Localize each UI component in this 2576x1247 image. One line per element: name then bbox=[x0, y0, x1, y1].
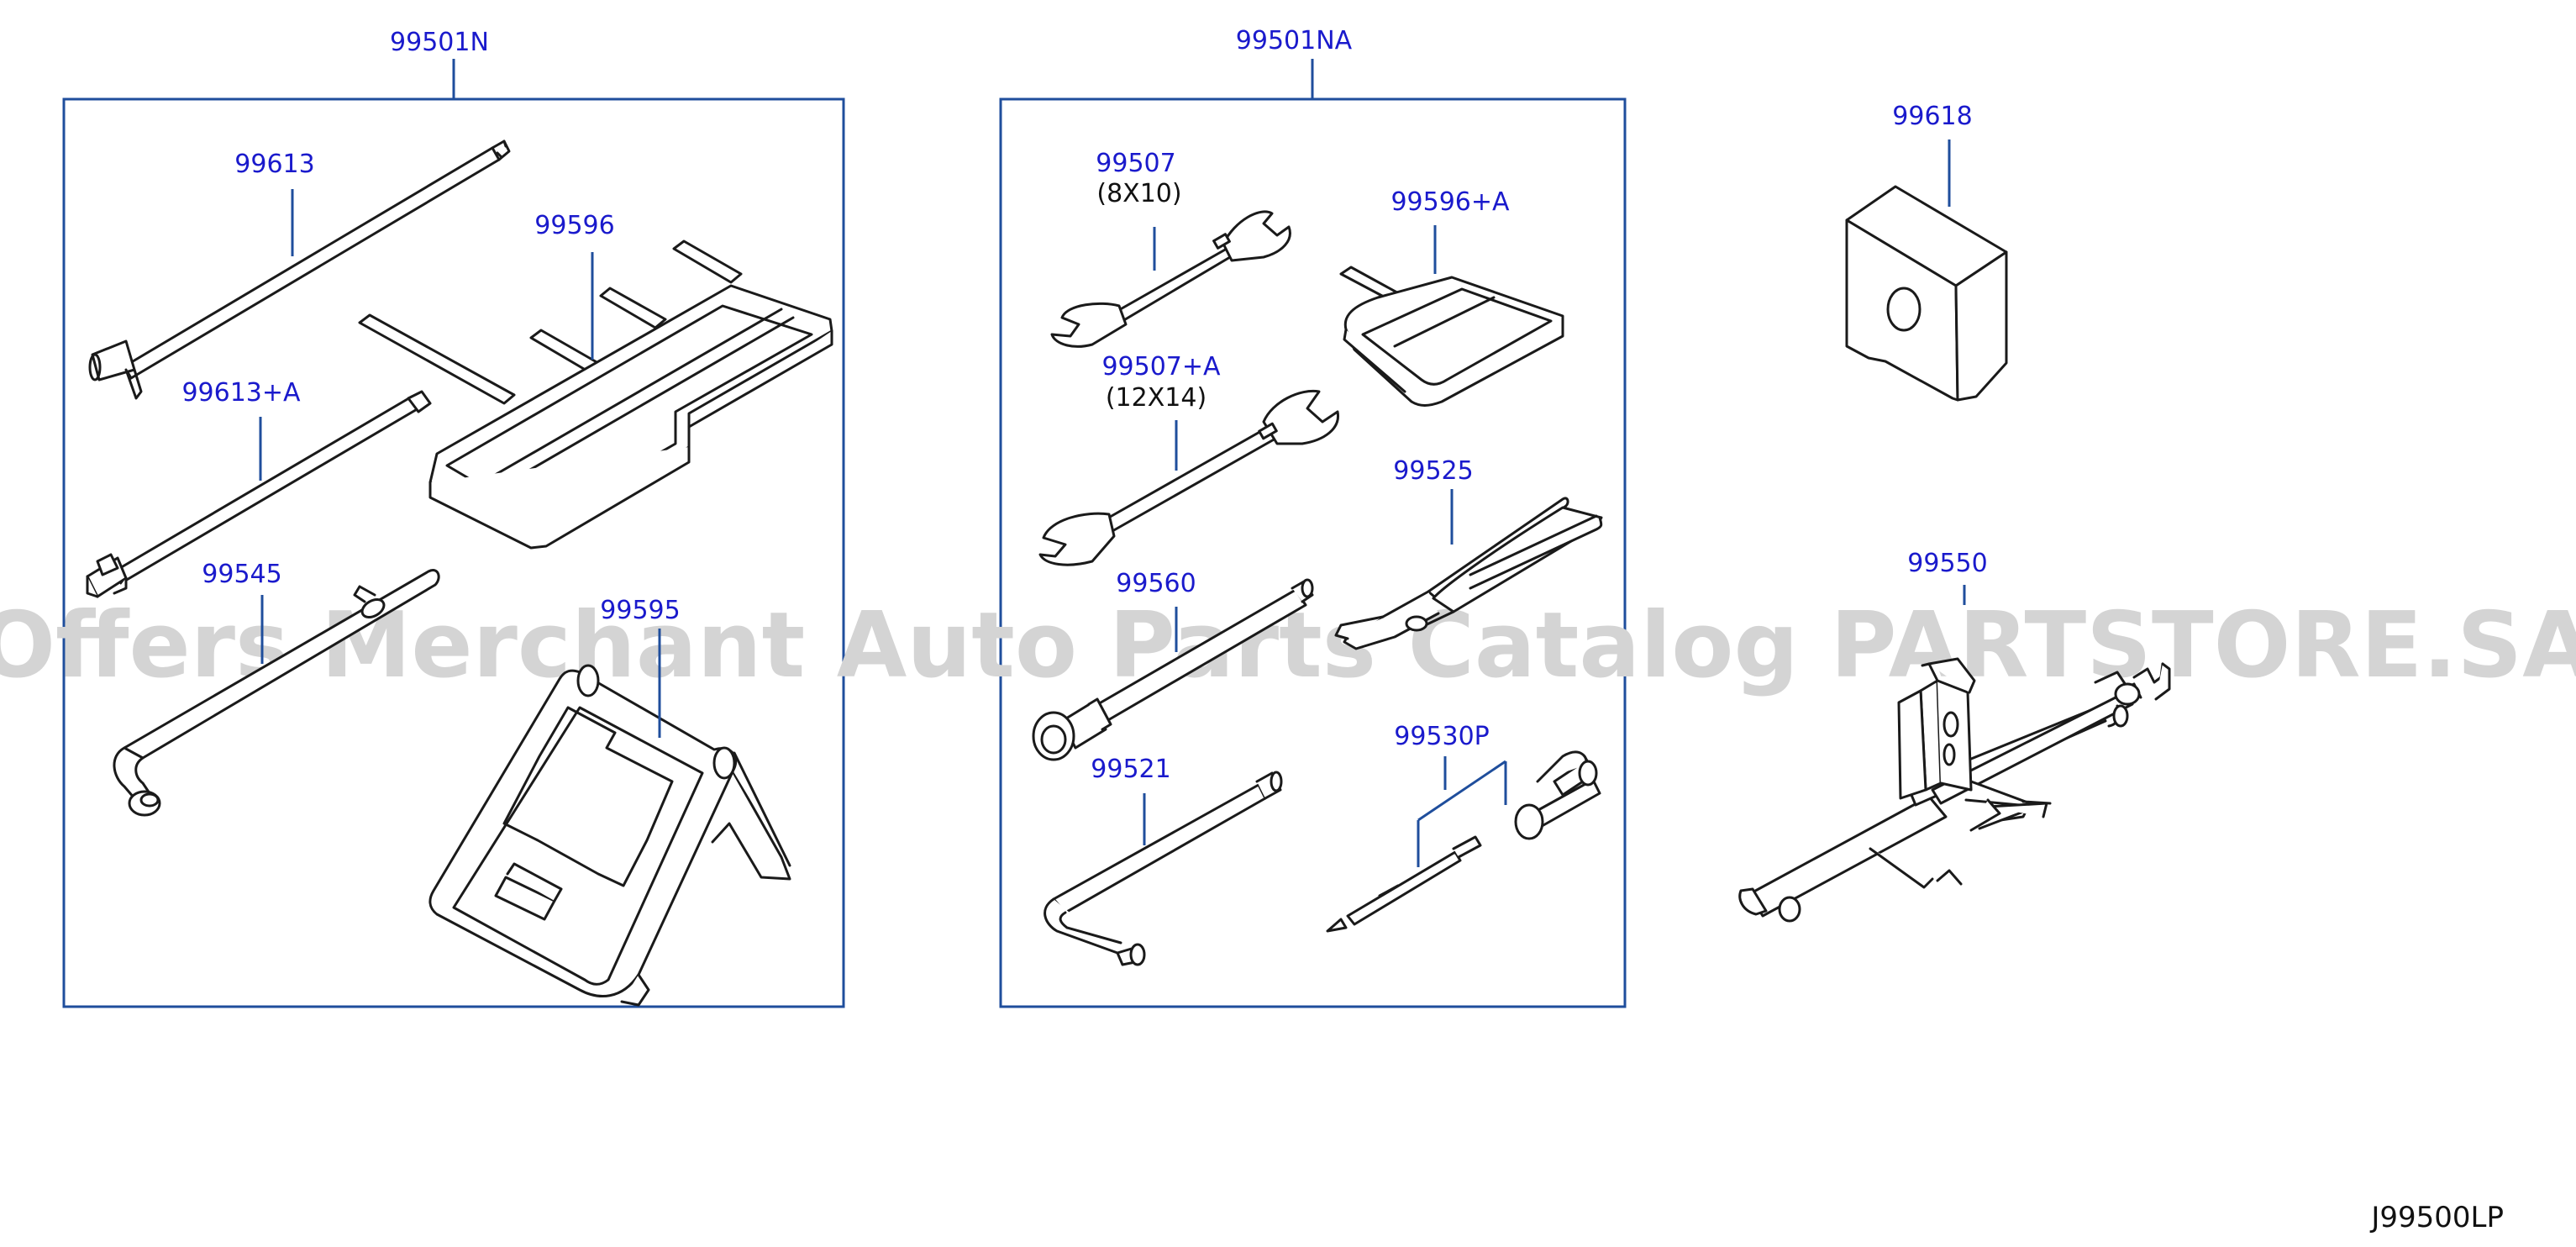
part-99507[interactable]: 99507 (8X10) bbox=[1052, 149, 1290, 346]
part-label-99507[interactable]: 99507 bbox=[1096, 149, 1175, 178]
part-99545[interactable]: 99545 bbox=[114, 560, 439, 815]
part-99596[interactable]: 99596 bbox=[360, 211, 832, 548]
part-label-99550[interactable]: 99550 bbox=[1907, 549, 1987, 578]
part-label-99613-a[interactable]: 99613+A bbox=[181, 378, 301, 408]
part-label-99507-a[interactable]: 99507+A bbox=[1101, 352, 1221, 381]
part-99613-a[interactable]: 99613+A bbox=[87, 378, 430, 597]
part-label-99525[interactable]: 99525 bbox=[1393, 456, 1473, 486]
part-spec-99507: (8X10) bbox=[1096, 179, 1181, 208]
part-drawing-99618 bbox=[1847, 187, 2006, 400]
group-label-99501N[interactable]: 99501N bbox=[390, 28, 489, 57]
part-drawing-99560 bbox=[1033, 580, 1312, 760]
part-99618[interactable]: 99618 bbox=[1847, 102, 2006, 400]
part-drawing-99595 bbox=[430, 666, 790, 1005]
part-label-99545[interactable]: 99545 bbox=[202, 560, 281, 589]
part-99560[interactable]: 99560 bbox=[1033, 569, 1312, 760]
part-drawing-99530p bbox=[1327, 752, 1600, 931]
drawing-reference: J99500LP bbox=[2369, 1201, 2504, 1234]
part-drawing-99521 bbox=[1045, 772, 1281, 965]
part-label-99596-a[interactable]: 99596+A bbox=[1391, 187, 1510, 217]
group-label-99501NA[interactable]: 99501NA bbox=[1236, 26, 1353, 55]
part-99613[interactable]: 99613 bbox=[90, 141, 509, 398]
leader-99530p bbox=[1417, 756, 1507, 867]
part-drawing-99507-a bbox=[1040, 391, 1338, 565]
part-drawing-99525 bbox=[1336, 498, 1601, 649]
part-99521[interactable]: 99521 bbox=[1045, 755, 1281, 965]
part-99507-a[interactable]: 99507+A (12X14) bbox=[1040, 352, 1338, 565]
part-drawing-99596 bbox=[360, 241, 832, 548]
part-99525[interactable]: 99525 bbox=[1336, 456, 1601, 649]
part-label-99530p[interactable]: 99530P bbox=[1394, 722, 1490, 751]
part-99596-a[interactable]: 99596+A bbox=[1341, 187, 1563, 406]
part-drawing-99613 bbox=[90, 141, 509, 398]
part-label-99560[interactable]: 99560 bbox=[1116, 569, 1196, 598]
part-drawing-99507 bbox=[1052, 212, 1290, 346]
part-drawing-99613-a bbox=[87, 392, 430, 597]
part-spec-99507-a: (12X14) bbox=[1106, 383, 1207, 413]
part-label-99521[interactable]: 99521 bbox=[1091, 755, 1170, 784]
part-drawing-99545 bbox=[114, 571, 439, 815]
part-99550[interactable]: 99550 bbox=[1740, 549, 2169, 921]
part-99595[interactable]: 99595 bbox=[430, 596, 790, 1005]
part-label-99618[interactable]: 99618 bbox=[1892, 102, 1972, 131]
part-label-99613[interactable]: 99613 bbox=[234, 150, 314, 179]
part-drawing-99550 bbox=[1740, 659, 2169, 921]
part-label-99596[interactable]: 99596 bbox=[534, 211, 614, 240]
part-label-99595[interactable]: 99595 bbox=[600, 596, 680, 625]
part-drawing-99596-a bbox=[1341, 267, 1563, 406]
part-99530p[interactable]: 99530P bbox=[1327, 722, 1600, 931]
